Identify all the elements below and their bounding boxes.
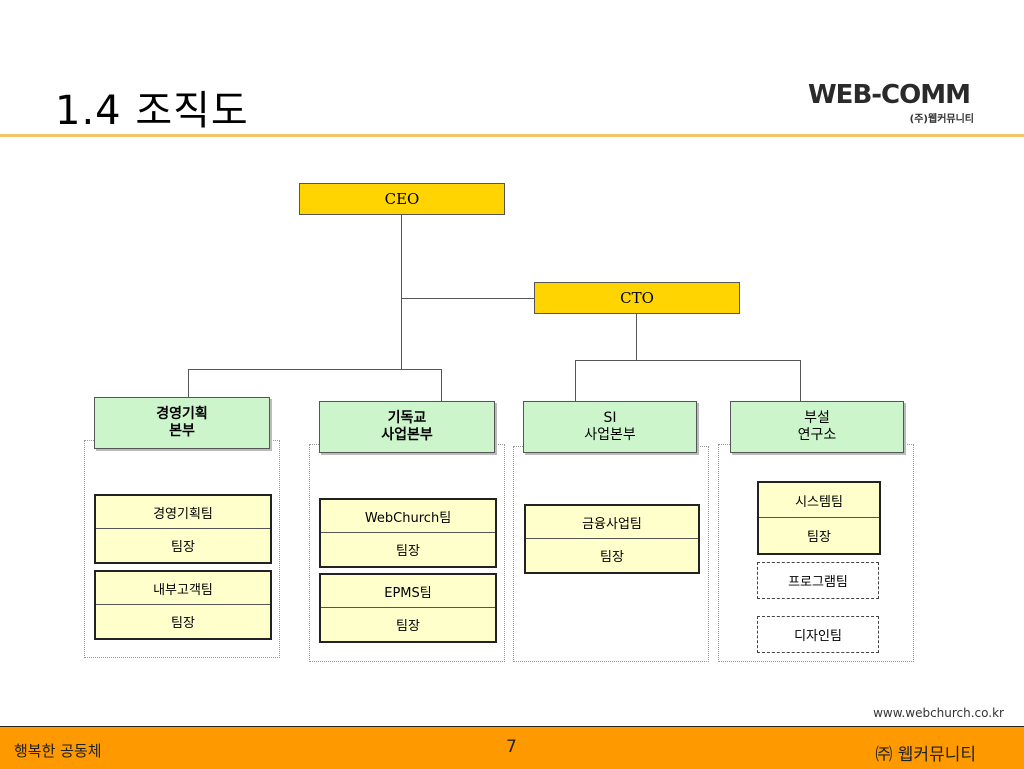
team-box: 금융사업팀 팀장 [524,504,700,574]
team-name: 금융사업팀 [526,506,698,539]
team-box: 내부고객팀 팀장 [94,570,272,640]
team-box: WebChurch팀 팀장 [319,498,497,568]
division-label-4: 부설 연구소 [797,410,837,443]
team-name: EPMS팀 [321,575,495,608]
team-lead: 팀장 [807,530,831,545]
logo-subtitle: (주)웹커뮤니티 [909,114,974,125]
page-number: 7 [506,737,517,757]
team-name: 시스템팀 [759,483,879,518]
team-box: 경영기획팀 팀장 [94,494,272,564]
logo-wordmark: WEB-COMM [808,80,971,110]
div4-drop-line [800,360,801,401]
planned-team-name: 디자인팀 [794,629,842,644]
team-lead: 팀장 [171,540,195,555]
division-box-2: 기독교 사업본부 [319,401,495,453]
team-lead: 팀장 [171,616,195,631]
cto-trunk-line [636,312,637,360]
slide-title: 1.4 조직도 [55,88,249,134]
team-lead: 팀장 [396,544,420,559]
company-logo: WEB-COMM (주)웹커뮤니티 [808,80,978,128]
team-lead: 팀장 [396,619,420,634]
div2-drop-line [441,369,442,401]
cto-box: CTO [534,282,740,314]
cto-branch-line [575,360,801,361]
footer-company: ㈜ 웹커뮤니티 [875,745,976,765]
planned-team-box: 디자인팀 [757,616,879,653]
division-box-3: SI 사업본부 [523,401,697,453]
ceo-trunk-line [401,214,402,370]
footer-slogan: 행복한 공동체 [14,742,102,760]
planned-team-box: 프로그램팀 [757,562,879,599]
title-divider [0,134,1024,137]
team-lead: 팀장 [600,550,624,565]
team-box: EPMS팀 팀장 [319,573,497,643]
ceo-box: CEO [299,183,505,215]
team-name: 경영기획팀 [96,496,270,529]
ceo-label: CEO [384,190,420,208]
division-label-2: 기독교 사업본부 [381,410,433,443]
division-label-3: SI 사업본부 [584,410,636,443]
division-label-1: 경영기획 본부 [156,406,208,439]
cto-label: CTO [620,289,654,307]
ceo-cto-line [401,298,535,299]
div3-drop-line [575,360,576,401]
team-box: 시스템팀 팀장 [757,481,881,555]
division-box-4: 부설 연구소 [730,401,904,453]
div1-drop-line [188,369,189,398]
footer-bar [0,726,1024,769]
mgmt-branch-line [188,369,442,370]
planned-team-name: 프로그램팀 [788,575,848,590]
team-name: 내부고객팀 [96,572,270,605]
division-box-1: 경영기획 본부 [94,397,270,449]
team-name: WebChurch팀 [321,500,495,533]
website-url: www.webchurch.co.kr [873,706,1004,720]
